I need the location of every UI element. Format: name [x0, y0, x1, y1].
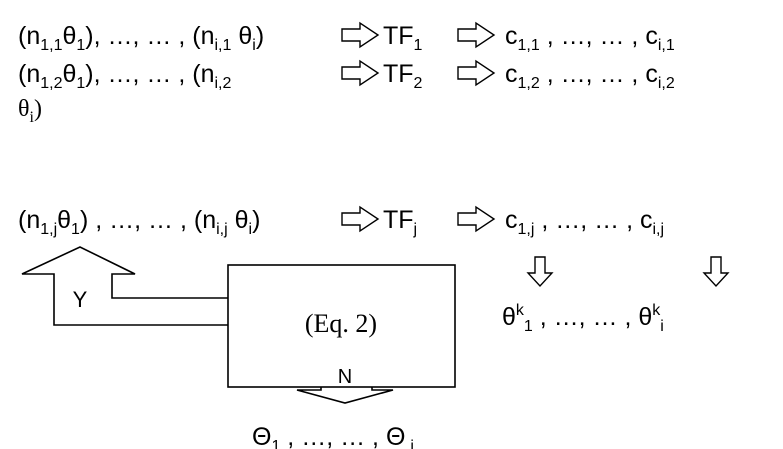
decision-box — [227, 264, 456, 388]
row2-c-values: c1,2 , …, … , ci,2 — [505, 60, 675, 92]
rowj-tuples: (n1,jθ1) , …, … , (ni,j θi) — [18, 206, 260, 238]
row1-tuples: (n1,1θ1), …, … , (ni,1 θi) — [18, 22, 264, 54]
row2-arrow-to-tf — [341, 59, 380, 87]
row1-tf: TF1 — [383, 22, 423, 54]
theta-k-values: θk1 , …, … , θki — [502, 302, 664, 335]
c1j-down-arrow — [526, 256, 554, 288]
cij-down-arrow — [702, 256, 730, 288]
rowj-arrow-to-tf — [341, 205, 380, 233]
yes-label: Y — [73, 287, 88, 312]
row2-wrapped-theta: θi) — [18, 96, 42, 126]
row2-tuples: (n1,2θ1), …, … , (ni,2 — [18, 60, 231, 92]
row1-arrow-to-c — [457, 21, 496, 49]
row1-arrow-to-tf — [341, 21, 380, 49]
rowj-arrow-to-c — [457, 205, 496, 233]
no-output-arrow — [296, 387, 394, 404]
no-label: N — [338, 366, 352, 388]
yes-feedback-arrow — [21, 246, 228, 326]
decision-box-label: (Eq. 2) — [305, 309, 377, 338]
row2-tf: TF2 — [383, 60, 423, 92]
rowj-c-values: c1,j , …, … , ci,j — [505, 206, 664, 238]
rowj-tf: TFj — [383, 206, 417, 238]
row1-c-values: c1,1 , …, … , ci,1 — [505, 22, 675, 54]
row2-arrow-to-c — [457, 59, 496, 87]
